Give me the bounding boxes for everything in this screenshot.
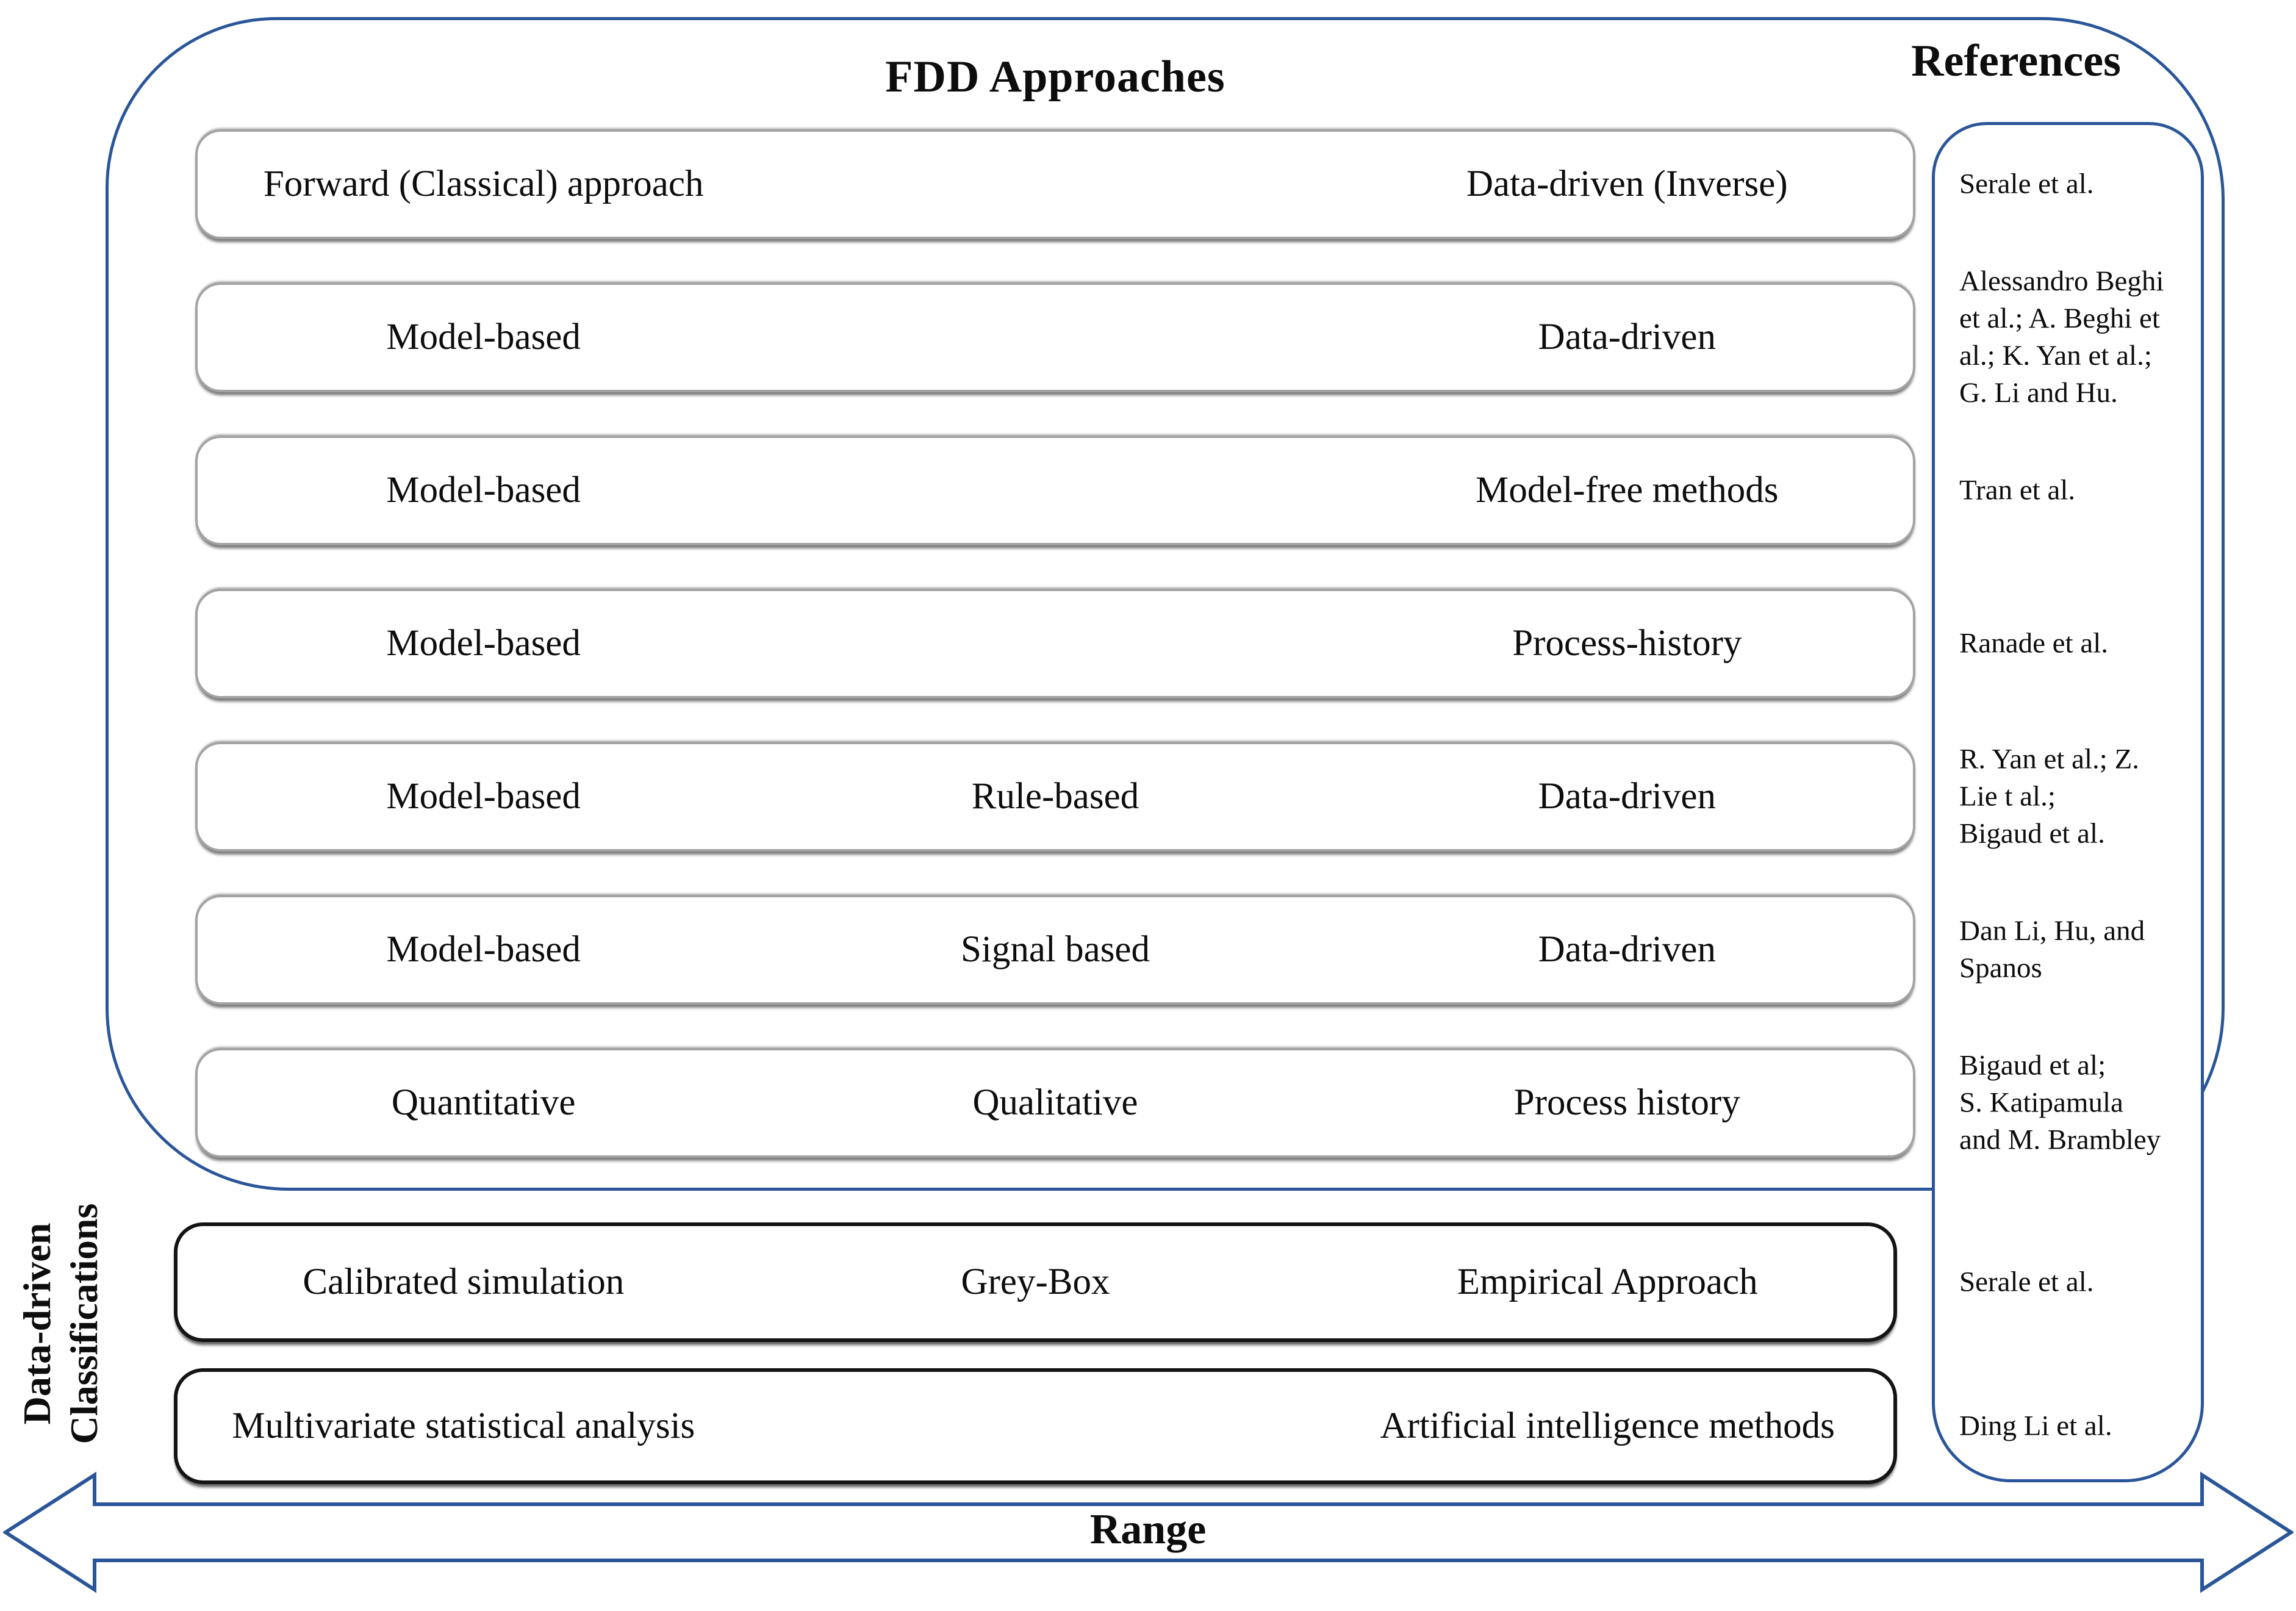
approach-label: Model-based: [386, 776, 581, 817]
reference-entry: Bigaud et al; S. Katipamula and M. Bramb…: [1959, 1049, 2161, 1156]
approach-label: Model-based: [386, 470, 581, 511]
approach-label: Process history: [1513, 1082, 1740, 1124]
reference-entry: Dan Li, Hu, and Spanos: [1959, 914, 2145, 984]
approach-label: Model-based: [386, 623, 581, 664]
approach-label: Empirical Approach: [1457, 1261, 1758, 1303]
range-arrow: [3, 1471, 2294, 1593]
approach-row-2: Model-based Data-driven: [195, 282, 1915, 392]
approach-label: Qualitative: [972, 1082, 1138, 1124]
approach-label: Data-driven: [1538, 929, 1716, 971]
references-column-title: References: [1911, 36, 2121, 86]
approach-row-7: Quantitative Qualitative Process history: [195, 1048, 1915, 1158]
approach-label: Process-history: [1512, 623, 1742, 664]
approach-row-1: Forward (Classical) approach Data-driven…: [195, 129, 1915, 239]
approach-label: Data-driven: [1538, 317, 1716, 358]
reference-entry: R. Yan et al.; Z. Lie t al.; Bigaud et a…: [1959, 743, 2140, 850]
approach-row-3: Model-based Model-free methods: [195, 436, 1915, 545]
data-driven-classifications-axis-label: Data-driven Classifications: [15, 1203, 106, 1444]
approach-row-9: Multivariate statistical analysis Artifi…: [174, 1368, 1897, 1484]
approach-row-8: Calibrated simulation Grey-Box Empirical…: [174, 1222, 1897, 1342]
approach-label: Calibrated simulation: [303, 1261, 625, 1303]
approach-label: Multivariate statistical analysis: [232, 1405, 695, 1447]
approach-label: Data-driven (Inverse): [1466, 163, 1788, 205]
approach-label: Artificial intelligence methods: [1380, 1405, 1835, 1447]
approach-label: Forward (Classical) approach: [263, 163, 704, 205]
reference-entry: Ding Li et al.: [1959, 1410, 2112, 1442]
diagram-title: FDD Approaches: [885, 52, 1225, 102]
reference-entry: Ranade et al.: [1959, 627, 2109, 659]
reference-entry: Serale et al.: [1959, 168, 2094, 200]
approach-row-5: Model-based Rule-based Data-driven: [195, 742, 1915, 852]
approach-label: Rule-based: [971, 776, 1139, 817]
approach-label: Data-driven: [1538, 776, 1716, 817]
approach-label: Model-free methods: [1476, 470, 1779, 511]
range-axis-label: Range: [1089, 1506, 1207, 1553]
approach-row-4: Model-based Process-history: [195, 589, 1915, 698]
approach-label: Signal based: [960, 929, 1150, 971]
approach-label: Grey-Box: [961, 1261, 1110, 1303]
approach-label: Model-based: [386, 317, 581, 358]
approach-label: Model-based: [386, 929, 581, 971]
reference-entry: Serale et al.: [1959, 1266, 2094, 1298]
reference-entry: Alessandro Beghi et al.; A. Beghi et al.…: [1959, 265, 2164, 409]
approach-label: Quantitative: [391, 1082, 576, 1124]
approach-row-6: Model-based Signal based Data-driven: [195, 895, 1915, 1005]
references-panel: [1932, 122, 2204, 1482]
reference-entry: Tran et al.: [1959, 474, 2076, 506]
